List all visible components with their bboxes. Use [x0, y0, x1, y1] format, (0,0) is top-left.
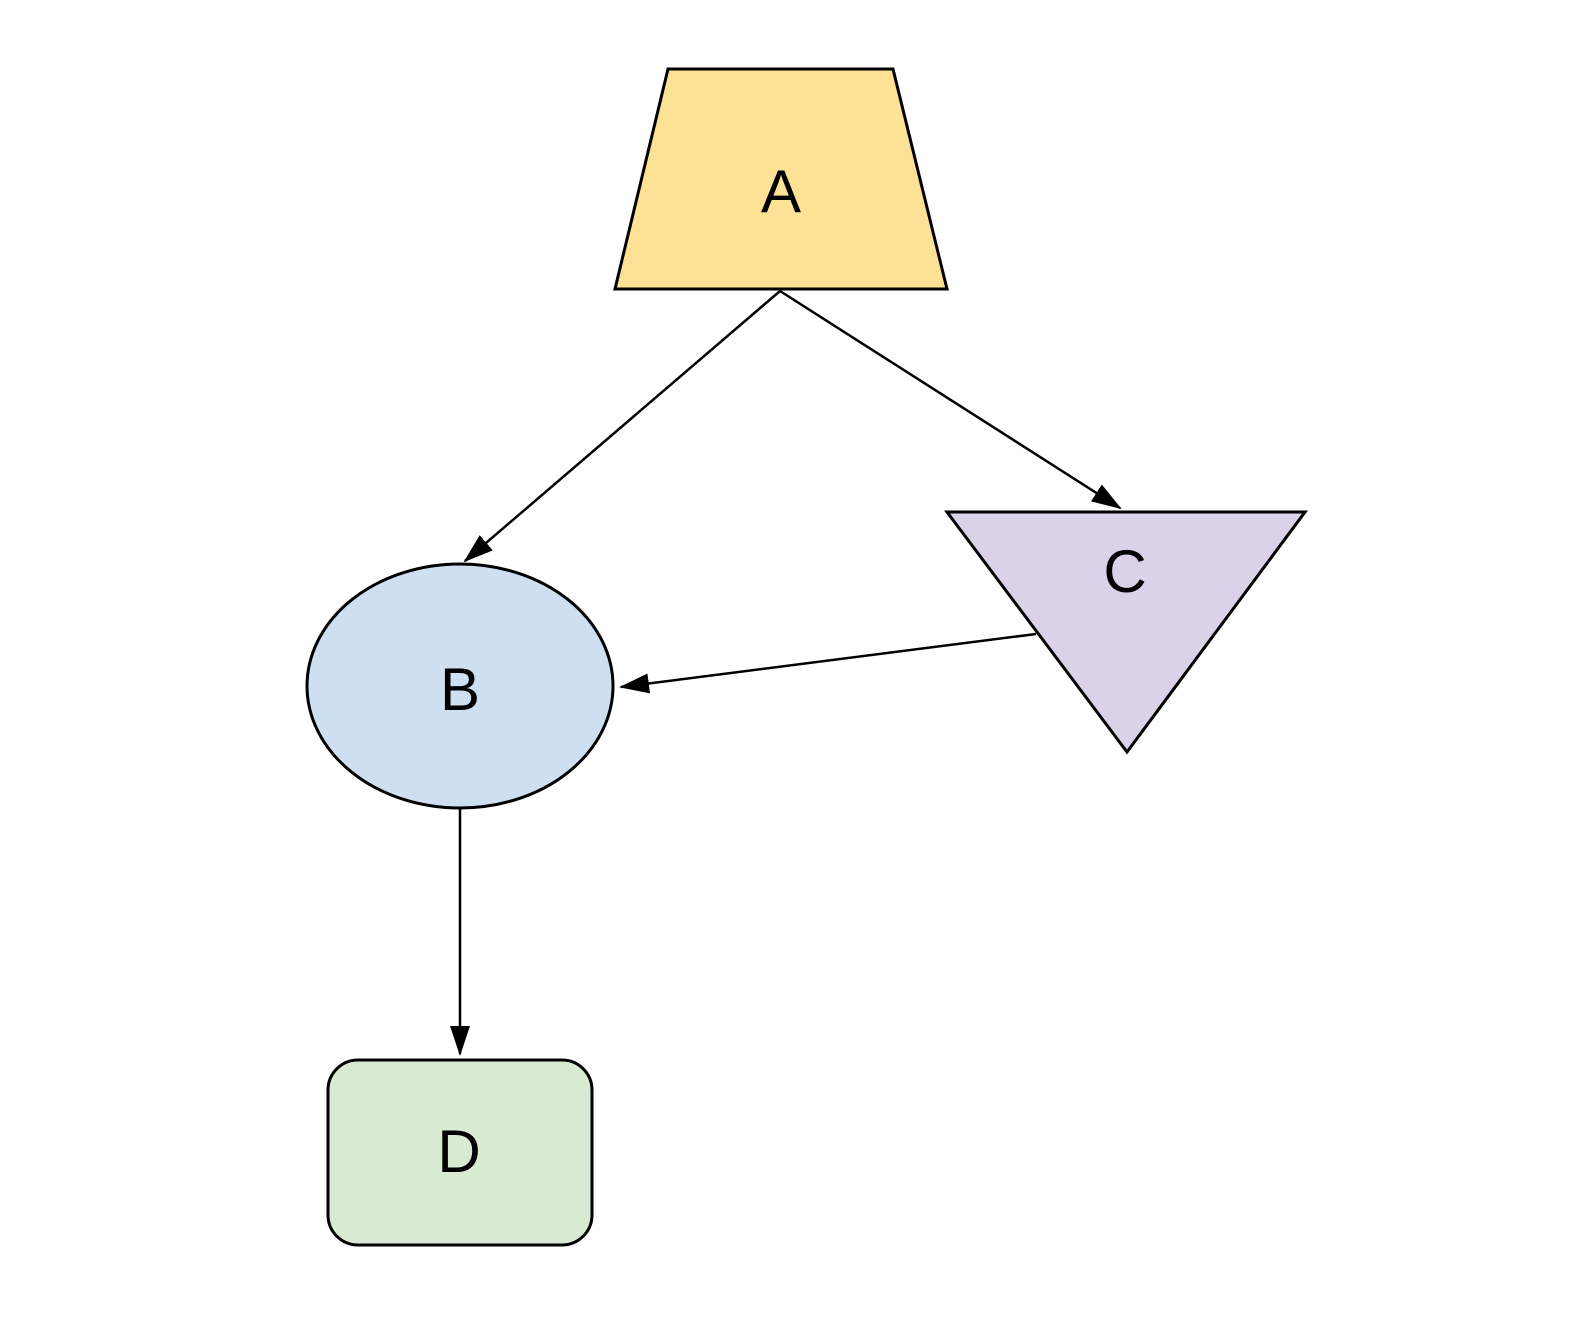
- node-A-shape[interactable]: [613, 67, 949, 291]
- node-A-label: A: [761, 158, 801, 225]
- node-B-label: B: [440, 656, 480, 723]
- edge-C-to-B: [619, 632, 1037, 694]
- edge-A-to-B: [463, 290, 781, 563]
- node-B[interactable]: B: [305, 562, 615, 810]
- node-D-label: D: [437, 1118, 480, 1185]
- node-C-shape[interactable]: [944, 510, 1308, 755]
- edge-layer: [450, 289, 1122, 1056]
- node-A[interactable]: A: [613, 67, 949, 291]
- node-C-label: C: [1103, 538, 1146, 605]
- node-D-shape[interactable]: [326, 1058, 594, 1247]
- edge-A-to-C: [779, 289, 1122, 510]
- node-D[interactable]: D: [326, 1058, 594, 1247]
- node-B-shape[interactable]: [305, 562, 615, 810]
- node-C[interactable]: C: [944, 510, 1308, 755]
